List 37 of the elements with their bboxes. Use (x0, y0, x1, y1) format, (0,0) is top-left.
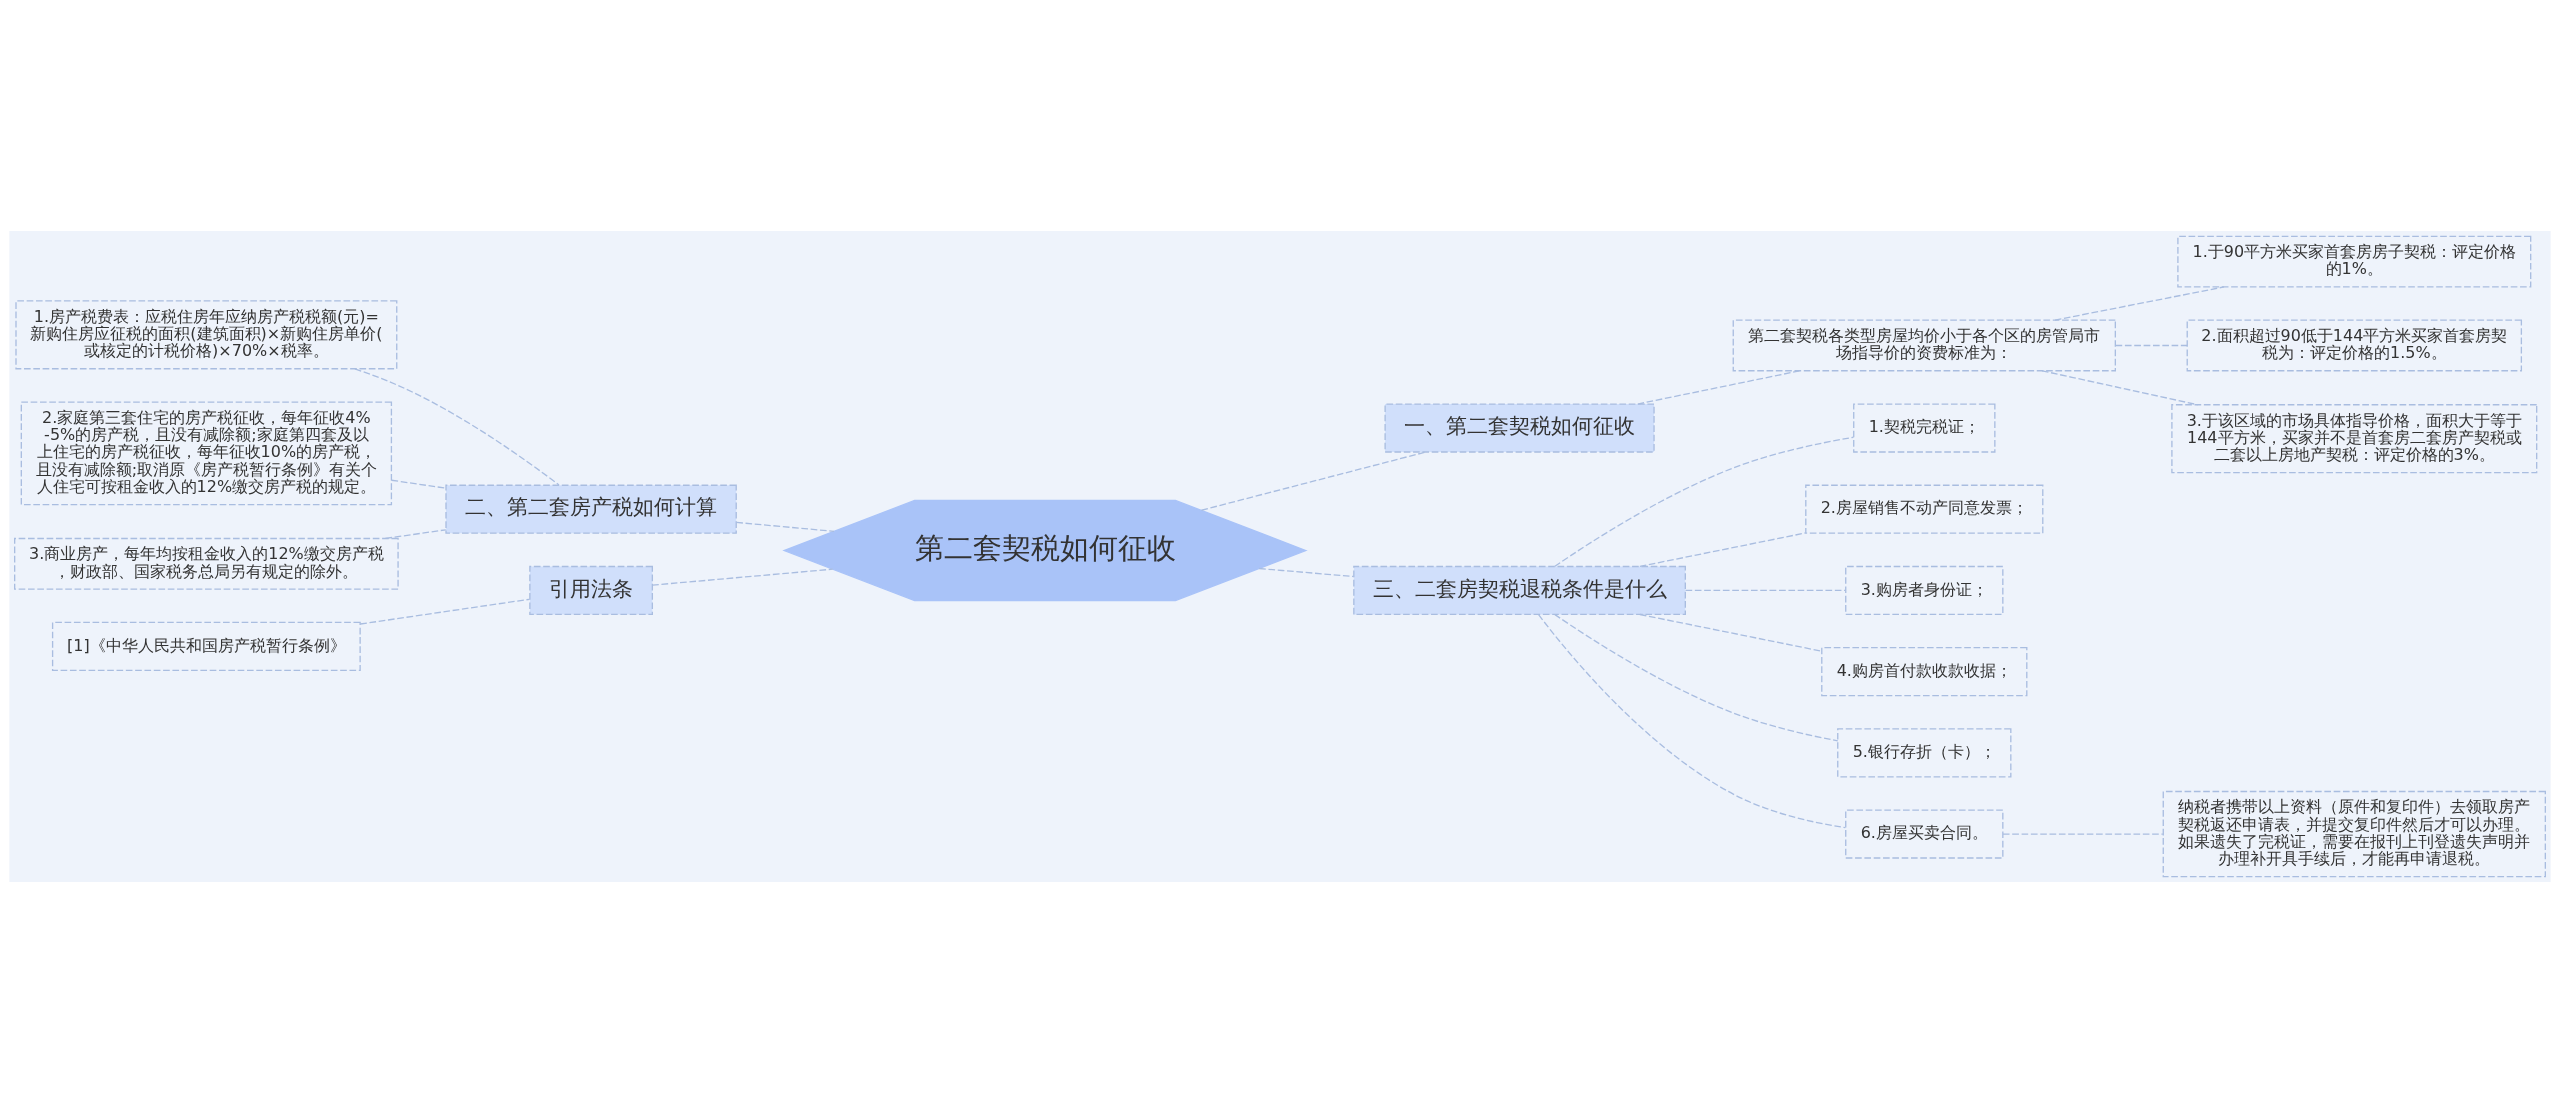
node-box: 4.购房首付款收款收据； (1821, 647, 2028, 697)
connector (390, 479, 447, 489)
node-box: 2.房屋销售不动产同意发票； (1805, 484, 2044, 534)
connector (1554, 613, 1839, 742)
connector (1639, 532, 1807, 568)
node-box: 纳税者携带以上资料（原件和复印件）去领取房产契税返还申请表，并提交复印件然后才可以办理。如果遗失了完税证，需要在报刊上刊登遗失声明并办理补开具手续后，才能再申请退税。 (2162, 790, 2546, 878)
node-box: 3.购房者身份证； (1845, 565, 2004, 616)
node-box: 5.银行存折（卡）； (1837, 728, 2012, 778)
node-box: 1.契税完税证； (1853, 403, 1996, 453)
connector (1639, 613, 1822, 652)
node-box: 3.商业房产，每年均按租金收入的12%缴交房产税，财政部、国家税务总局另有规定的除外。 (14, 537, 399, 590)
node-box: 1.于90平方米买家首套房房子契税：评定价格的1%。 (2177, 235, 2532, 288)
connector (1554, 436, 1855, 567)
connector (1537, 614, 1846, 829)
connector (2054, 286, 2225, 321)
connector (2002, 833, 2164, 835)
node-box: 3.于该区域的市场具体指导价格，面积大于等于144平方米，买家并不是首套房二套房产契税或二套以上房地产契税：评定价格的3%。 (2171, 404, 2538, 474)
node-box: 1.房产税费表：应税住房年应纳房产税税额(元)=新购住房应征税的面积(建筑面积)×新购住房单价(或核定的计税价格)×70%×税率。 (15, 300, 398, 370)
connector (735, 521, 835, 532)
node-box: [1]《中华人民共和国房产税暂行条例》 (51, 621, 361, 671)
connector (359, 598, 531, 625)
connector (1684, 589, 1847, 592)
node-box: 引用法条 (529, 565, 653, 616)
node-box: 2.面积超过90低于144平方米买家首套房契税为：评定价格的1.5%。 (2186, 319, 2523, 372)
node-box: 2.家庭第三套住宅的房产税征收，每年征收4%-5%的房产税，且没有减除额;家庭第四套及以上住宅的房产税征收，每年征收10%的房产税，且没有减除额;取消原《房产税暂行条例》有关个人住宅可按租金收入的12%缴交房产税的规定。 (20, 401, 393, 506)
connector (651, 568, 834, 586)
connector (2114, 344, 2188, 347)
connector (1258, 567, 1355, 578)
connector (1200, 451, 1427, 511)
node-box: 6.房屋买卖合同。 (1845, 809, 2004, 859)
node-box: 二、第二套房产税如何计算 (445, 484, 737, 534)
node-box: 一、第二套契税如何征收 (1384, 403, 1655, 453)
connector (2041, 370, 2199, 406)
connector (1637, 370, 1801, 405)
node-box: 三、二套房契税退税条件是什么 (1353, 565, 1686, 616)
node-box: 第二套契税各类型房屋均价小于各个区的房管局市场指导价的资费标准为： (1732, 319, 2116, 372)
connector (384, 529, 447, 540)
